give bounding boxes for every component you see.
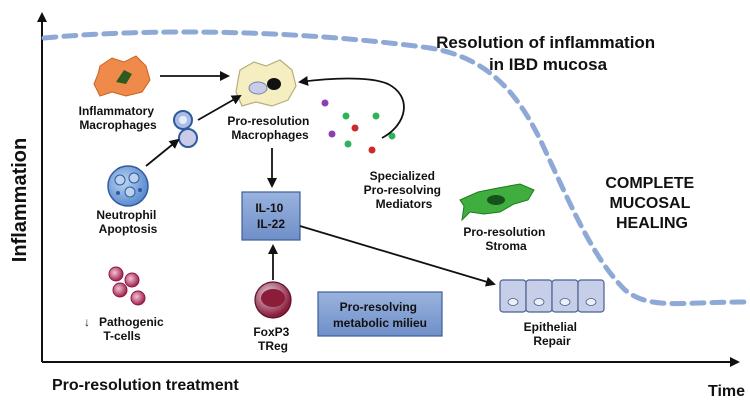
neutrophil-apoptosis-label: Neutrophil Apoptosis [96,208,159,236]
metabolic-milieu-label: Pro-resolving metabolic milieu [333,300,427,330]
inflammatory-macrophages-label: Inflammatory Macrophages [79,104,158,132]
spm-label: Specialized Pro-resolving Mediators [364,169,445,211]
treg-icon [254,281,292,319]
arrow-apoptotic-to-pro [197,95,242,121]
epithelial-repair-label: Epithelial Repair [524,320,581,348]
il-box-label: IL-10 IL-22 [255,201,286,231]
pathogenic-tcell-icon [108,266,146,306]
y-axis-label: Inflammation [9,138,31,262]
spm-dots-icon [321,99,396,154]
complete-healing-label: COMPLETE MUCOSAL HEALING [605,175,698,232]
il-box [241,191,301,241]
x-axis-label: Pro-resolution treatment [52,377,239,394]
inflammation-curve [41,29,748,307]
apoptotic-cell-icon [173,110,198,148]
pro-resolution-macrophage-icon [235,59,297,107]
epithelium-icon [499,279,605,313]
metabolic-milieu-box [317,291,443,337]
stroma-icon [459,183,535,222]
diagram-title: Resolution of inflammation in IBD mucosa [436,33,660,74]
pro-resolution-stroma-label: Pro-resolution Stroma [463,225,548,253]
pro-resolution-macrophages-label: Pro-resolution Macrophages [227,114,312,142]
arrow-il-to-epithelium [299,225,496,287]
neutrophil-icon [107,165,149,207]
down-arrow-icon: ↓ [84,315,90,329]
inflammatory-macrophage-icon [93,55,151,97]
arrow-spm-loop [298,75,405,139]
pathogenic-tcells-label: Pathogenic T-cells [99,315,167,343]
arrow-neutrophil-to-apoptotic [145,138,180,167]
time-label: Time [708,383,745,400]
treg-label: FoxP3 TReg [253,325,292,353]
